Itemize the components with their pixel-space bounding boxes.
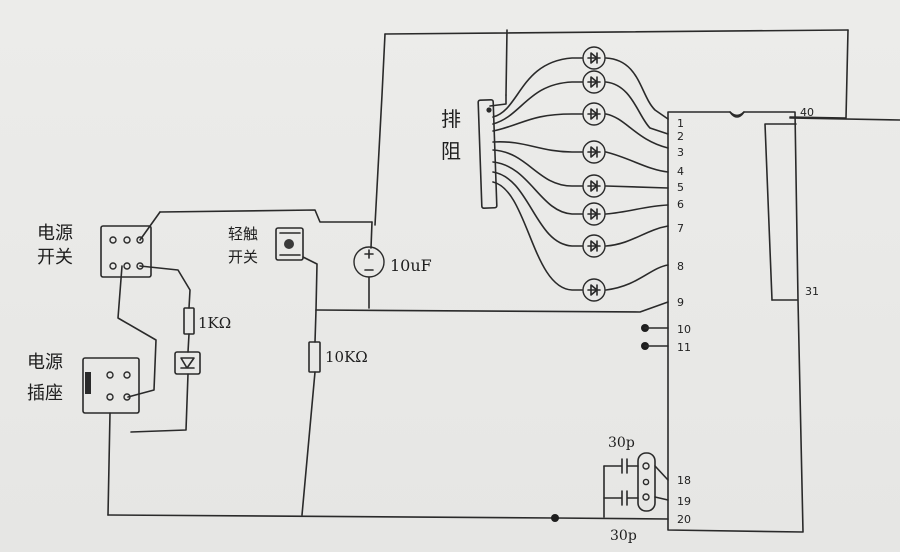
tact-switch-leads	[279, 232, 301, 256]
tact-switch-button	[284, 239, 294, 249]
cap-10uf-label: 10uF	[390, 256, 432, 275]
led	[582, 70, 606, 94]
pin-4: 4	[677, 165, 684, 178]
cap-30p-top-label: 30p	[608, 435, 635, 451]
pin-40: 40	[800, 106, 814, 119]
switch-to-socket	[117, 265, 157, 398]
resistor-10k	[308, 341, 321, 373]
cap-30p-bottom-label: 30p	[610, 528, 637, 544]
resistor-network-pin1-dot	[486, 107, 492, 113]
socket-ground-wire	[107, 412, 111, 516]
pin-20: 20	[677, 513, 691, 526]
r10k-wire-bottom	[301, 371, 316, 516]
cap-30p-bottom	[603, 490, 639, 506]
xtal-to-pin18	[654, 465, 669, 481]
power-switch-label-1: 电源	[37, 223, 73, 244]
pin-11: 11	[677, 341, 691, 354]
crystal-marks	[642, 462, 650, 501]
power-socket	[82, 357, 140, 414]
r10k-label: 10KΩ	[325, 348, 368, 366]
r1k-label: 1KΩ	[198, 314, 231, 332]
ground-junction-dot	[551, 514, 559, 522]
cap-wire-top	[370, 221, 373, 249]
crystal	[637, 452, 656, 512]
socket-plug	[85, 372, 91, 394]
electrolytic-capacitor	[353, 246, 385, 278]
r1k-to-led	[187, 333, 190, 353]
pin-10: 10	[677, 323, 691, 336]
pin-18: 18	[677, 474, 691, 487]
led	[582, 102, 606, 126]
xtal-to-pin19	[654, 496, 669, 501]
pin-1: 1	[677, 117, 684, 130]
led	[582, 234, 606, 258]
ea-jumper	[764, 123, 797, 301]
led	[582, 46, 606, 70]
pin-2: 2	[677, 130, 684, 143]
pin-numbers: 1 2 3 4 5 6 7 8 9 10 11 18 19 20 40 31	[677, 106, 819, 526]
power-socket-label-2: 插座	[27, 383, 63, 404]
switch-up-wire	[139, 211, 161, 241]
network-common-wire	[489, 94, 507, 107]
right-top-wire	[789, 29, 849, 119]
led	[582, 278, 606, 302]
pin-5: 5	[677, 181, 684, 194]
led-wires	[492, 57, 669, 291]
tact-switch-label-1: 轻触	[228, 225, 258, 243]
resistor-network-label-1: 排	[441, 107, 461, 131]
mcu-notch	[729, 111, 745, 118]
pin-31: 31	[805, 285, 819, 298]
led-array	[582, 46, 606, 302]
pin40-wire	[789, 117, 900, 121]
pin-6: 6	[677, 198, 684, 211]
mcu-body	[667, 111, 804, 533]
top-wire	[384, 29, 849, 35]
resistor-network-label-2: 阻	[441, 139, 461, 163]
inner-top-wire	[505, 29, 508, 96]
left-top-wire	[374, 33, 386, 226]
pin-8: 8	[677, 260, 684, 273]
socket-holes	[106, 371, 131, 401]
pin-19: 19	[677, 495, 691, 508]
resistor-network	[477, 99, 498, 209]
resistor-1k	[183, 307, 195, 335]
led	[582, 202, 606, 226]
tact-switch-label-2: 开关	[228, 248, 258, 266]
power-switch	[100, 225, 152, 278]
led	[582, 140, 606, 164]
switch-to-led-wire	[139, 265, 191, 309]
power-led-return	[130, 373, 189, 433]
power-led	[174, 351, 201, 375]
power-switch-holes	[109, 236, 144, 270]
tact-switch	[275, 227, 304, 261]
r10k-wire-top	[314, 309, 317, 343]
power-switch-label-2: 开关	[37, 247, 73, 268]
switch-top-wire	[159, 209, 373, 223]
ground-bus	[107, 514, 669, 520]
power-socket-label-1: 电源	[27, 352, 63, 373]
led	[582, 174, 606, 198]
cap-30p-top	[603, 458, 639, 474]
pin-9: 9	[677, 296, 684, 309]
tact-to-rst-wire	[302, 256, 318, 311]
pin-7: 7	[677, 222, 684, 235]
pin-3: 3	[677, 146, 684, 159]
reset-line	[315, 301, 669, 313]
